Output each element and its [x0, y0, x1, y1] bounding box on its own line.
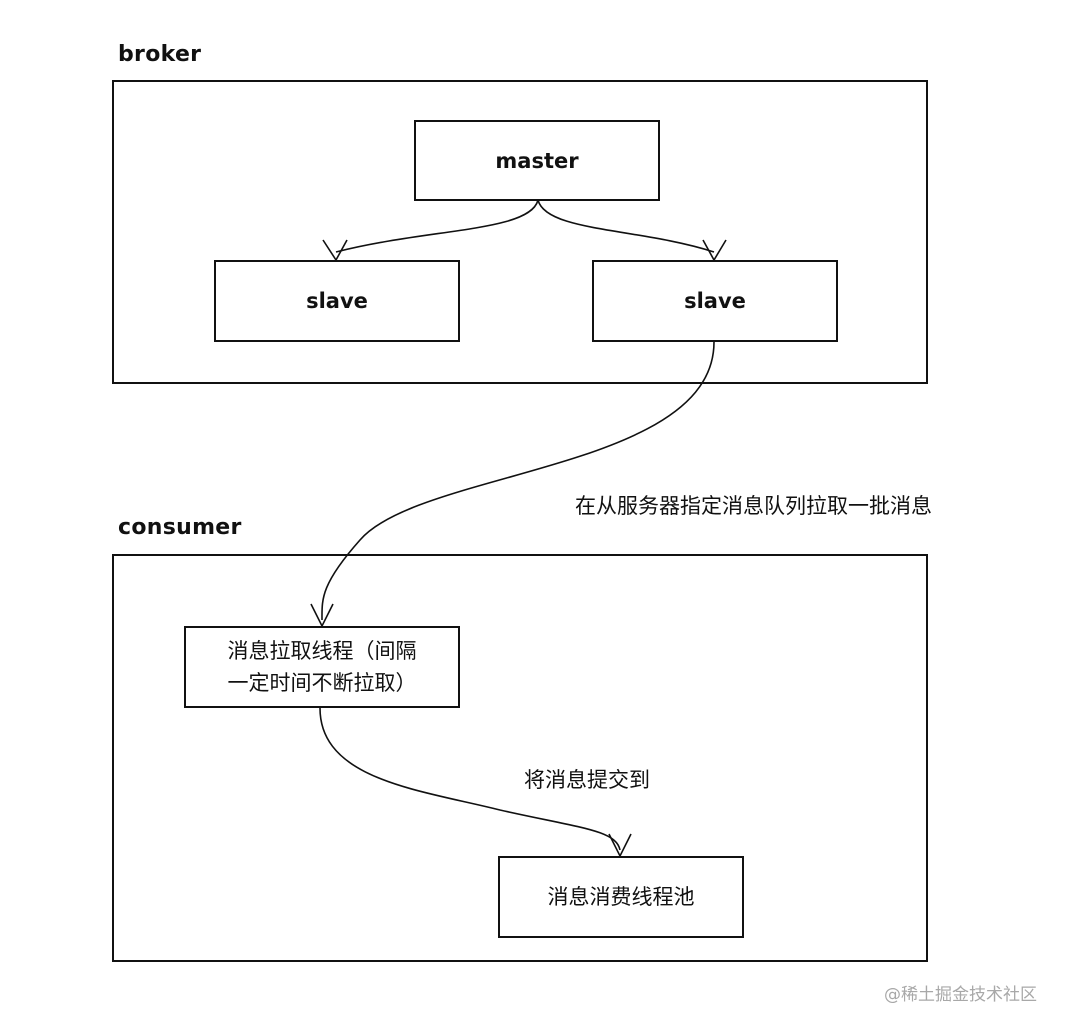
consumer-group-label: consumer	[118, 515, 242, 540]
slave-left-node: slave	[214, 260, 460, 342]
edge-master-to-slave-left	[335, 199, 539, 253]
pull-thread-node: 消息拉取线程（间隔 一定时间不断拉取）	[184, 626, 460, 708]
pull-thread-label-line1: 消息拉取线程（间隔	[227, 639, 417, 663]
edge-pull-thread-to-pool	[319, 707, 621, 851]
slave-right-node: slave	[592, 260, 838, 342]
watermark-text: @稀土掘金技术社区	[884, 985, 1037, 1005]
consume-pool-label: 消息消费线程池	[547, 885, 695, 909]
consumer-container	[112, 554, 928, 962]
arrowhead-pool	[608, 833, 632, 858]
master-node: master	[414, 120, 660, 201]
pull-thread-label-line2: 一定时间不断拉取）	[227, 671, 417, 695]
edge-label-pull-from-broker: 在从服务器指定消息队列拉取一批消息	[575, 494, 932, 518]
edge-master-to-slave-right	[537, 199, 715, 253]
broker-group-label: broker	[118, 42, 202, 67]
edge-slave-to-pull-thread	[321, 341, 715, 621]
slave-left-label: slave	[306, 289, 368, 313]
master-label: master	[495, 148, 579, 173]
consume-pool-node: 消息消费线程池	[498, 856, 744, 938]
edge-label-submit-to-pool: 将消息提交到	[524, 768, 650, 792]
broker-container	[112, 80, 928, 384]
slave-right-label: slave	[684, 289, 746, 313]
